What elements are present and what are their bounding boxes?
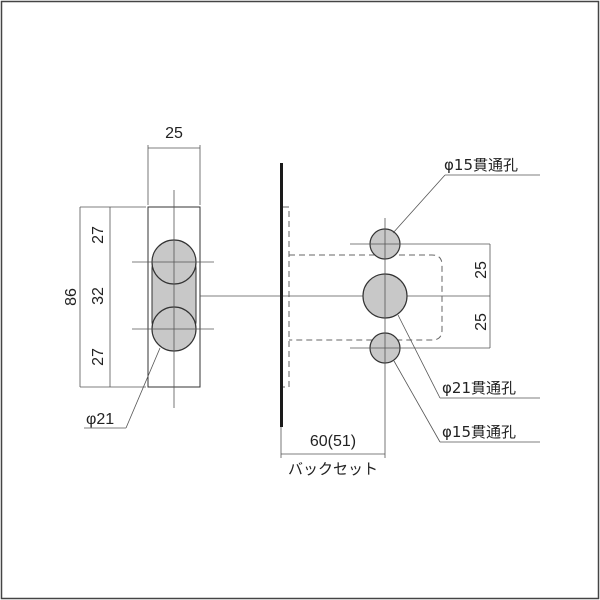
spacing-lower-text: 25 — [473, 313, 490, 331]
width-dim-text: 25 — [165, 125, 183, 142]
mid-hole-label: φ21貫通孔 — [442, 379, 516, 397]
segment-top-text: 27 — [90, 226, 107, 244]
segment-mid-text: 32 — [90, 287, 107, 305]
door-plate — [280, 163, 283, 427]
top-hole-leader — [392, 174, 446, 234]
right-view: 25 25 φ15貫通孔 φ21貫通孔 φ15貫通孔 60(51) バックセット — [280, 156, 540, 478]
bottom-hole-label: φ15貫通孔 — [442, 423, 516, 441]
bottom-hole-leader — [393, 360, 441, 443]
lock-body-hidden — [289, 254, 443, 341]
backset-label: バックセット — [288, 460, 378, 478]
backset-dim-text: 60(51) — [310, 433, 356, 450]
hole-label-text: φ21 — [86, 411, 114, 428]
mid-hole-leader — [397, 314, 441, 399]
spacing-upper-text: 25 — [473, 261, 490, 279]
faceplate-edge-hidden — [283, 206, 290, 388]
overall-height-text: 86 — [63, 288, 80, 306]
hole-label-leader — [125, 347, 161, 429]
segment-bottom-text: 27 — [90, 348, 107, 366]
top-hole-label: φ15貫通孔 — [444, 156, 518, 174]
left-view: 25 86 27 32 27 φ21 — [63, 125, 214, 429]
